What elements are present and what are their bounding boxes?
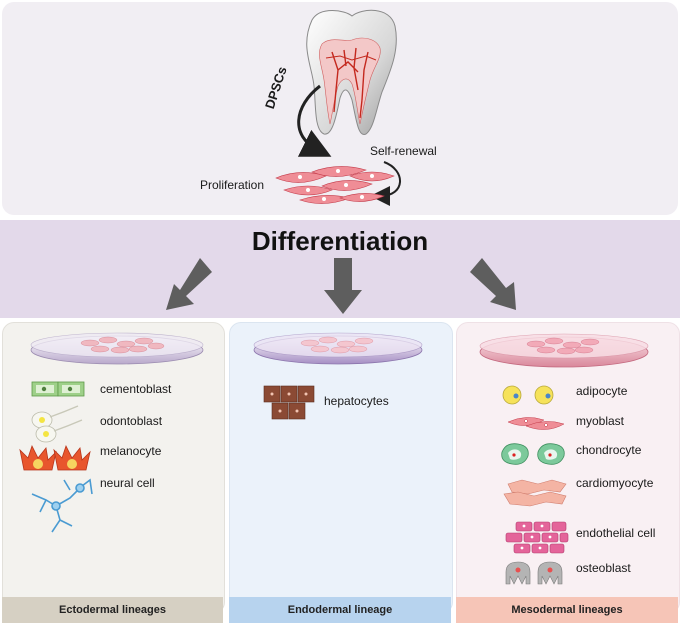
proliferating-cells: [275, 166, 395, 204]
cementoblast-label: cementoblast: [100, 382, 172, 396]
ectoderm-dish: [30, 332, 204, 365]
myoblast-icon: [507, 417, 565, 430]
differentiation-title: Differentiation: [251, 226, 429, 256]
adipocyte-icon: [502, 385, 554, 405]
chondrocyte-icon: [501, 443, 565, 465]
arrow-to-mesoderm: [470, 258, 516, 310]
hepatocytes-label: hepatocytes: [324, 394, 389, 408]
differentiation-arrows: [166, 258, 516, 314]
neural-cell-icon: [31, 478, 93, 533]
endoderm-panel: [229, 322, 453, 614]
mesoderm-panel: [456, 322, 680, 614]
endothelial-cell-label: endothelial cell: [576, 526, 656, 540]
odontoblast-label: odontoblast: [100, 414, 163, 428]
hepatocytes-icon: [263, 385, 315, 420]
self-renewal-arrow: [370, 161, 401, 206]
mesoderm-dish: [479, 333, 649, 368]
arrow-to-endoderm: [324, 258, 362, 314]
chondrocyte-label: chondrocyte: [576, 443, 642, 457]
self-renewal-label: Self-renewal: [370, 144, 437, 158]
neural-cell-label: neural cell: [100, 476, 155, 490]
melanocyte-label: melanocyte: [100, 444, 162, 458]
osteoblast-label: osteoblast: [576, 561, 631, 575]
adipocyte-label: adipocyte: [576, 384, 628, 398]
cementoblast-icon: [31, 381, 85, 397]
tooth-icon: [306, 9, 397, 135]
endoderm-dish: [253, 332, 423, 365]
endothelial-cell-icon: [505, 521, 569, 554]
proliferation-label: Proliferation: [200, 178, 265, 192]
odontoblast-icon: [31, 405, 83, 443]
osteoblast-icon: [505, 561, 563, 585]
arrow-to-ectoderm: [166, 258, 212, 310]
mesoderm-footer: Mesodermal lineages: [456, 597, 678, 623]
ectoderm-footer: Ectodermal lineages: [2, 597, 223, 623]
myoblast-label: myoblast: [576, 414, 625, 428]
dpsc-arrow: [297, 84, 332, 157]
endoderm-footer: Endodermal lineage: [229, 597, 451, 623]
cardiomyocyte-label: cardiomyocyte: [576, 476, 654, 490]
cardiomyocyte-icon: [503, 479, 567, 507]
melanocyte-icon: [19, 444, 91, 471]
